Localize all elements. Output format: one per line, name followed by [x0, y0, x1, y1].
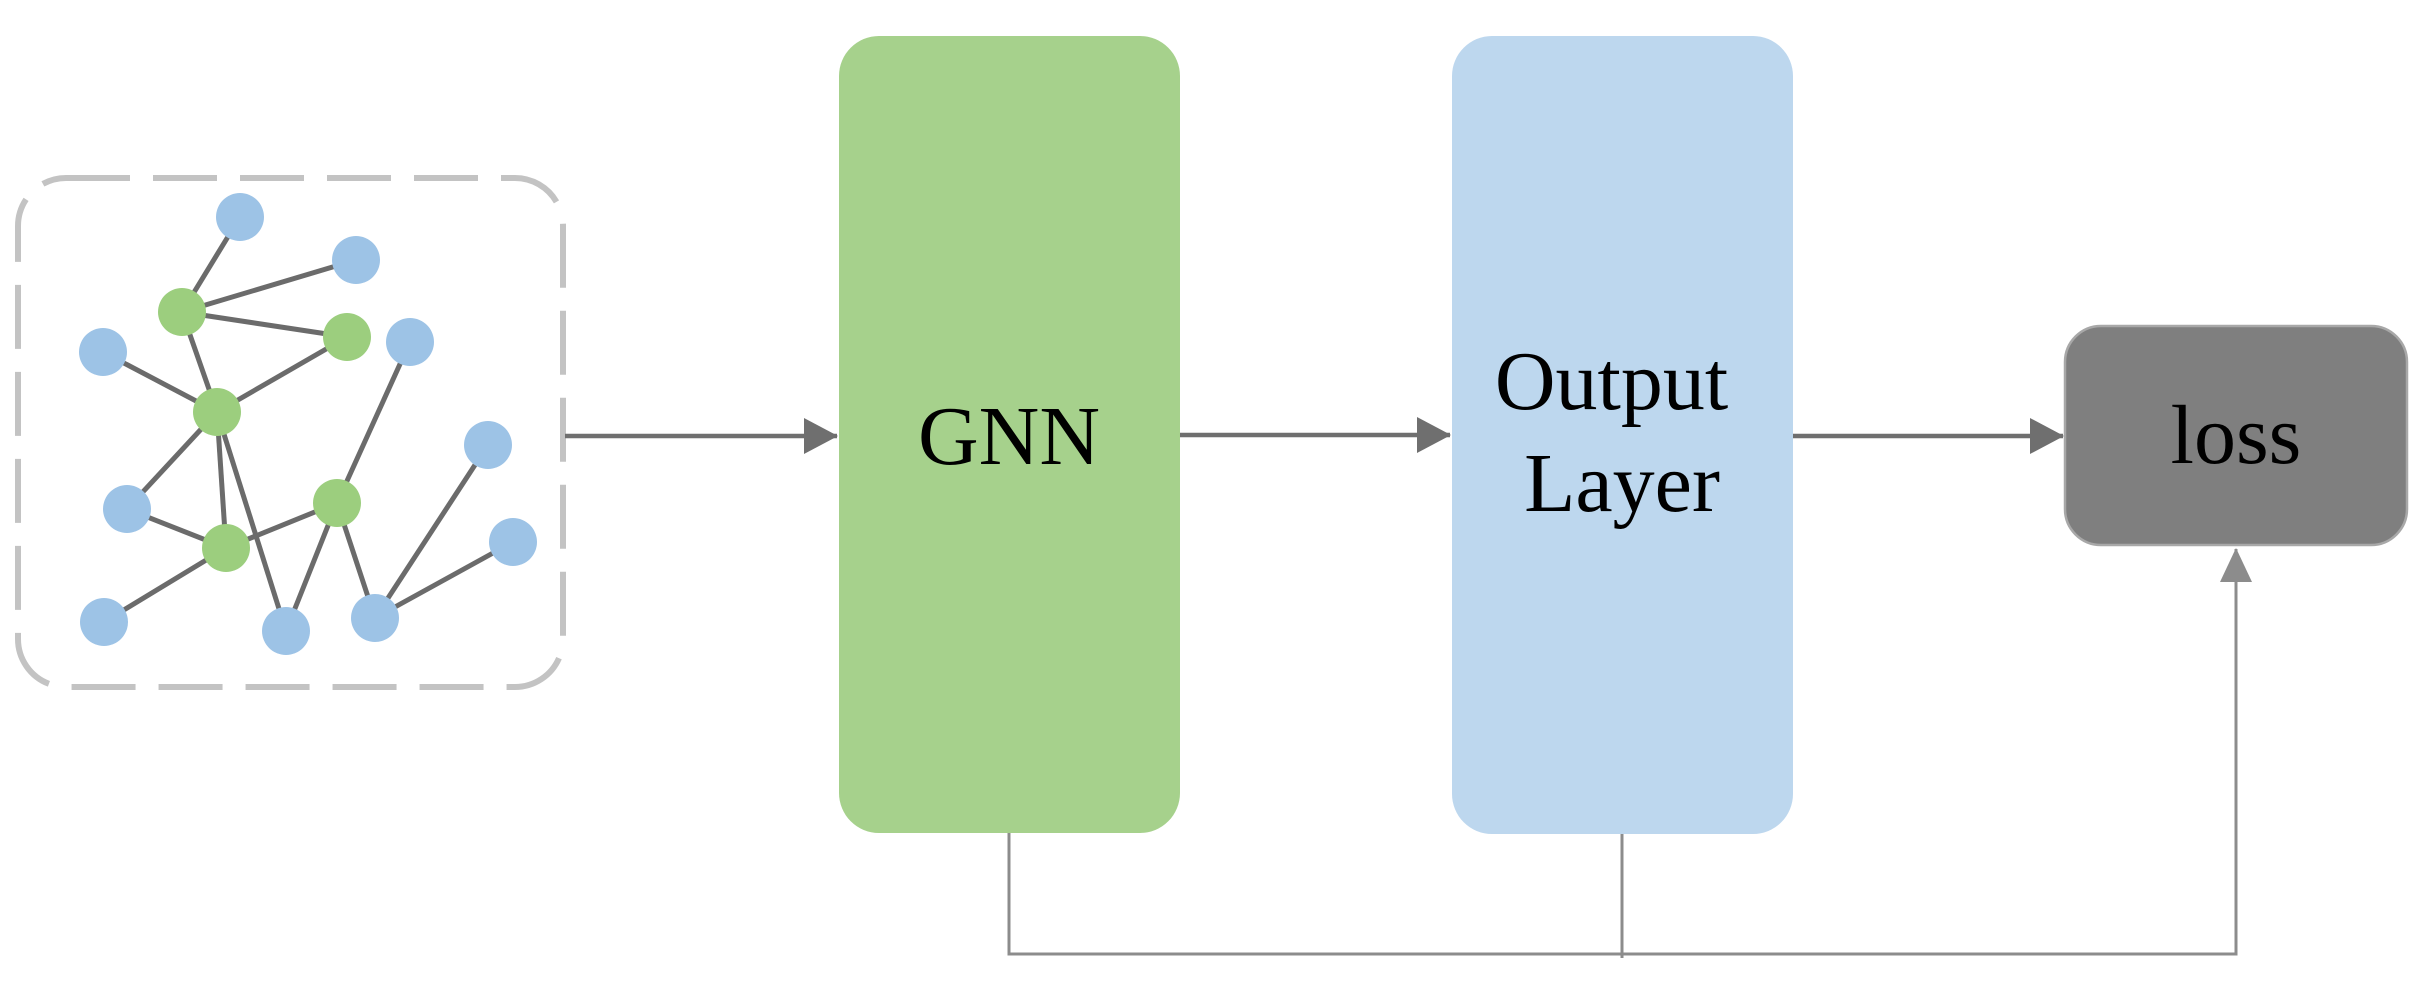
graph-node-green	[193, 388, 241, 436]
graph-node-green	[158, 288, 206, 336]
graph-node-green	[202, 524, 250, 572]
graph-edge	[181, 309, 348, 340]
graph-nodes	[79, 193, 537, 655]
graph-node-green	[313, 479, 361, 527]
flow-arrows	[565, 417, 2064, 454]
loss-label: loss	[2171, 389, 2302, 482]
gnn-label: GNN	[918, 390, 1100, 483]
graph-edges	[101, 215, 515, 632]
graph-edge	[373, 539, 515, 621]
loss-box-rect	[2063, 324, 2409, 547]
graph-edge	[334, 340, 413, 505]
input-graph	[15, 175, 566, 690]
graph-edge	[181, 257, 357, 315]
graph-node-blue	[489, 518, 537, 566]
feedback-path	[1007, 548, 2252, 958]
graph-node-blue	[79, 328, 127, 376]
graph-node-blue	[351, 594, 399, 642]
output-layer-box: Output Layer	[1452, 36, 1793, 834]
graph-node-blue	[332, 236, 380, 284]
graph-node-blue	[464, 421, 512, 469]
graph-edge	[372, 443, 491, 620]
input-graph-frame	[15, 175, 566, 690]
output-layer-box-rect	[1452, 36, 1793, 834]
graph-node-blue	[216, 193, 264, 241]
graph-node-blue	[80, 598, 128, 646]
graph-edge	[215, 334, 349, 415]
graph-node-green	[323, 313, 371, 361]
graph-edge	[214, 411, 289, 632]
graph-node-blue	[386, 318, 434, 366]
graph-node-blue	[103, 485, 151, 533]
graph-node-blue	[262, 607, 310, 655]
gnn-box-rect	[839, 36, 1180, 833]
output-layer-label: Output Layer	[1495, 335, 1749, 530]
loss-box: loss	[2063, 324, 2409, 547]
gnn-box: GNN	[839, 36, 1180, 833]
